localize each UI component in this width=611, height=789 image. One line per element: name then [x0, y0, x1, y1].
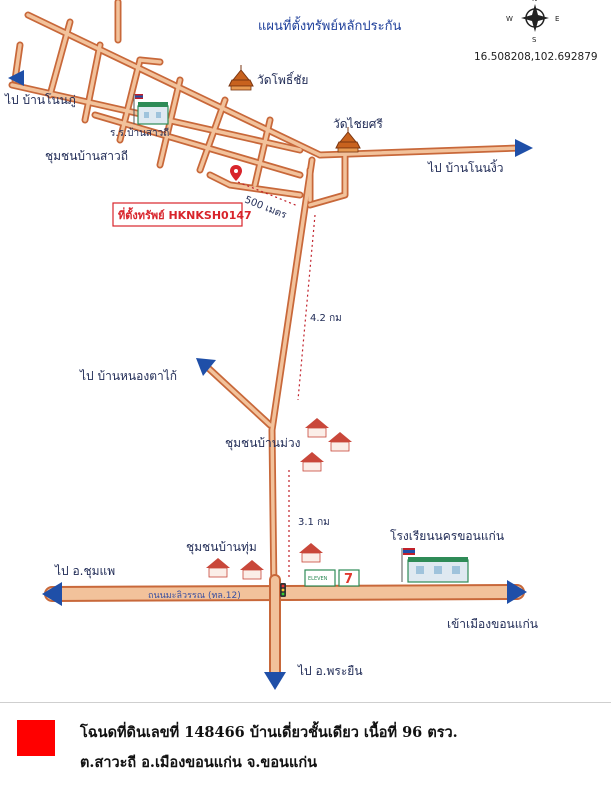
to-phra-yuen-label: ไป อ.พระยืน	[297, 664, 363, 678]
house-icon	[300, 452, 324, 472]
house-icon	[305, 418, 329, 438]
school-nakhon-khon-kaen-label: โรงเรียนนครขอนแก่น	[390, 529, 504, 543]
coordinates-label: 16.508208,102.692879	[474, 51, 598, 63]
school-ban-sawathi-label: ร.ร.บ้านสาวถี	[110, 127, 169, 139]
legend-line-1: โฉนดที่ดินเลขที่ 148466 บ้านเดี่ยวชั้นเด…	[80, 724, 458, 741]
community-ban-thum-label: ชุมชนบ้านทุ่ม	[186, 540, 257, 555]
house-icon	[299, 543, 323, 563]
arrow-south-icon	[264, 672, 286, 690]
store-icon: ELEVEN 7	[304, 569, 360, 587]
wat-pho-chai-label: วัดโพธิ์ชัย	[257, 71, 308, 87]
seven-eleven-logo: 7	[344, 572, 353, 587]
wat-chai-si-label: วัดไชยศรี	[333, 117, 383, 131]
direction-arrows	[8, 70, 533, 690]
location-map: แผนที่ตั้งทรัพย์หลักประกัน N S W E 16.50…	[4, 0, 598, 690]
to-ban-nong-ta-kai-label: ไป บ้านหนองตาไก้	[79, 369, 177, 383]
distance-markers	[237, 181, 316, 578]
legend-line-2: ต.สาวะถี อ.เมืองขอนแก่น จ.ขอนแก่น	[80, 754, 318, 771]
store-sign: ELEVEN	[308, 576, 328, 582]
house-icon	[206, 558, 230, 578]
arrow-nw-icon	[196, 358, 216, 376]
distance-3-1km: 3.1 กม	[298, 517, 330, 528]
property-label: ที่ตั้งทรัพย์ HKNKSH0147	[118, 207, 252, 222]
house-icon	[328, 432, 352, 452]
highway-name-label: ถนนมะลิวรรณ (ทล.12)	[148, 590, 241, 601]
community-ban-sawathi-label: ชุมชนบ้านสาวถี	[45, 149, 128, 164]
school-icon	[133, 94, 169, 125]
traffic-light-icon	[280, 583, 286, 597]
map-legend: โฉนดที่ดินเลขที่ 148466 บ้านเดี่ยวชั้นเด…	[0, 702, 611, 789]
school-icon	[401, 548, 469, 583]
compass-east: E	[555, 15, 559, 23]
compass-north: N	[532, 0, 537, 3]
to-chum-phae-label: ไป อ.ชุมแพ	[54, 564, 115, 579]
temple-icon	[228, 65, 254, 91]
arrow-east-icon	[507, 580, 527, 604]
property-marker-icon	[230, 165, 242, 181]
property-callout: ที่ตั้งทรัพย์ HKNKSH0147	[112, 202, 252, 227]
to-khon-kaen-city-label: เข้าเมืองขอนแก่น	[447, 617, 538, 631]
arrow-w-top-icon	[8, 70, 24, 86]
temple-icon	[335, 127, 361, 153]
compass-rose-icon: N S W E	[506, 0, 559, 44]
arrow-ne-icon	[515, 139, 533, 157]
legend-color-swatch	[17, 720, 55, 756]
distance-4-2km: 4.2 กม	[310, 313, 342, 324]
arrow-west-icon	[42, 582, 62, 606]
house-icon	[240, 560, 264, 580]
compass-south: S	[532, 36, 537, 44]
community-ban-muang-label: ชุมชนบ้านม่วง	[225, 436, 300, 451]
to-ban-non-ngio-label: ไป บ้านโนนงิ้ว	[427, 159, 503, 175]
to-ban-non-phu-label: ไป บ้านโนนภู่	[4, 93, 76, 108]
compass-west: W	[506, 15, 513, 23]
map-title: แผนที่ตั้งทรัพย์หลักประกัน	[258, 16, 401, 34]
